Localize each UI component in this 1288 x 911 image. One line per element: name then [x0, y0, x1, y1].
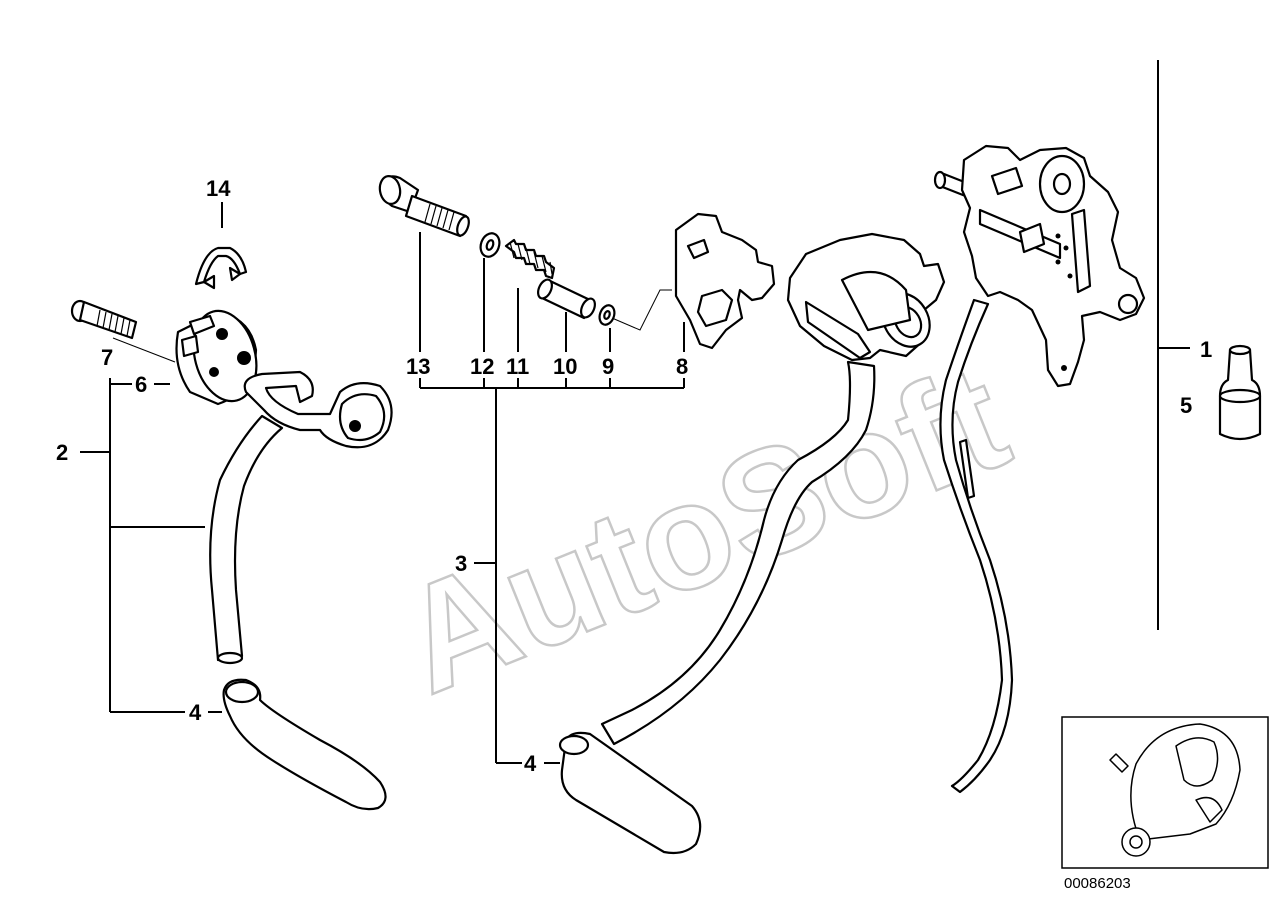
part-14-clip: [194, 246, 248, 290]
lever-arm-center: [600, 232, 946, 746]
part-4-grip-center: [558, 731, 702, 855]
part-5-cap: [1218, 344, 1262, 441]
callout-1: 1: [1200, 337, 1212, 362]
callout-3: 3: [455, 551, 467, 576]
callout-5: 5: [1180, 393, 1192, 418]
callout-4-center: 4: [524, 751, 537, 776]
leader-lines: [80, 60, 1190, 764]
callout-6: 6: [135, 372, 147, 397]
part-12-washer: [479, 232, 501, 258]
inset-vehicle-thumbnail: [1061, 716, 1269, 869]
lever-arm-left: [209, 370, 393, 665]
part-10-sleeve: [537, 278, 596, 320]
part-6-hub: [175, 309, 258, 406]
callout-11: 11: [506, 354, 529, 379]
part-1-mechanism: [933, 144, 1146, 794]
callout-12: 12: [470, 354, 494, 379]
part-9-washer: [598, 304, 616, 326]
callout-7: 7: [101, 345, 113, 370]
part-13-bolt: [378, 175, 470, 238]
part-11-spring: [504, 238, 556, 280]
part-7-screw: [70, 299, 138, 340]
callout-13: 13: [406, 354, 430, 379]
callout-labels: 1 2 3 4 4 5 6 7 8 9 10 11 12 13 14: [56, 176, 1212, 776]
callout-14: 14: [206, 176, 231, 201]
callout-2: 2: [56, 440, 68, 465]
callout-8: 8: [676, 354, 688, 379]
callout-10: 10: [553, 354, 577, 379]
callout-4-left: 4: [189, 700, 202, 725]
callout-9: 9: [602, 354, 614, 379]
part-4-grip-left: [222, 678, 387, 811]
part-8-plate: [674, 212, 776, 350]
reference-number: 00086203: [1064, 875, 1131, 892]
